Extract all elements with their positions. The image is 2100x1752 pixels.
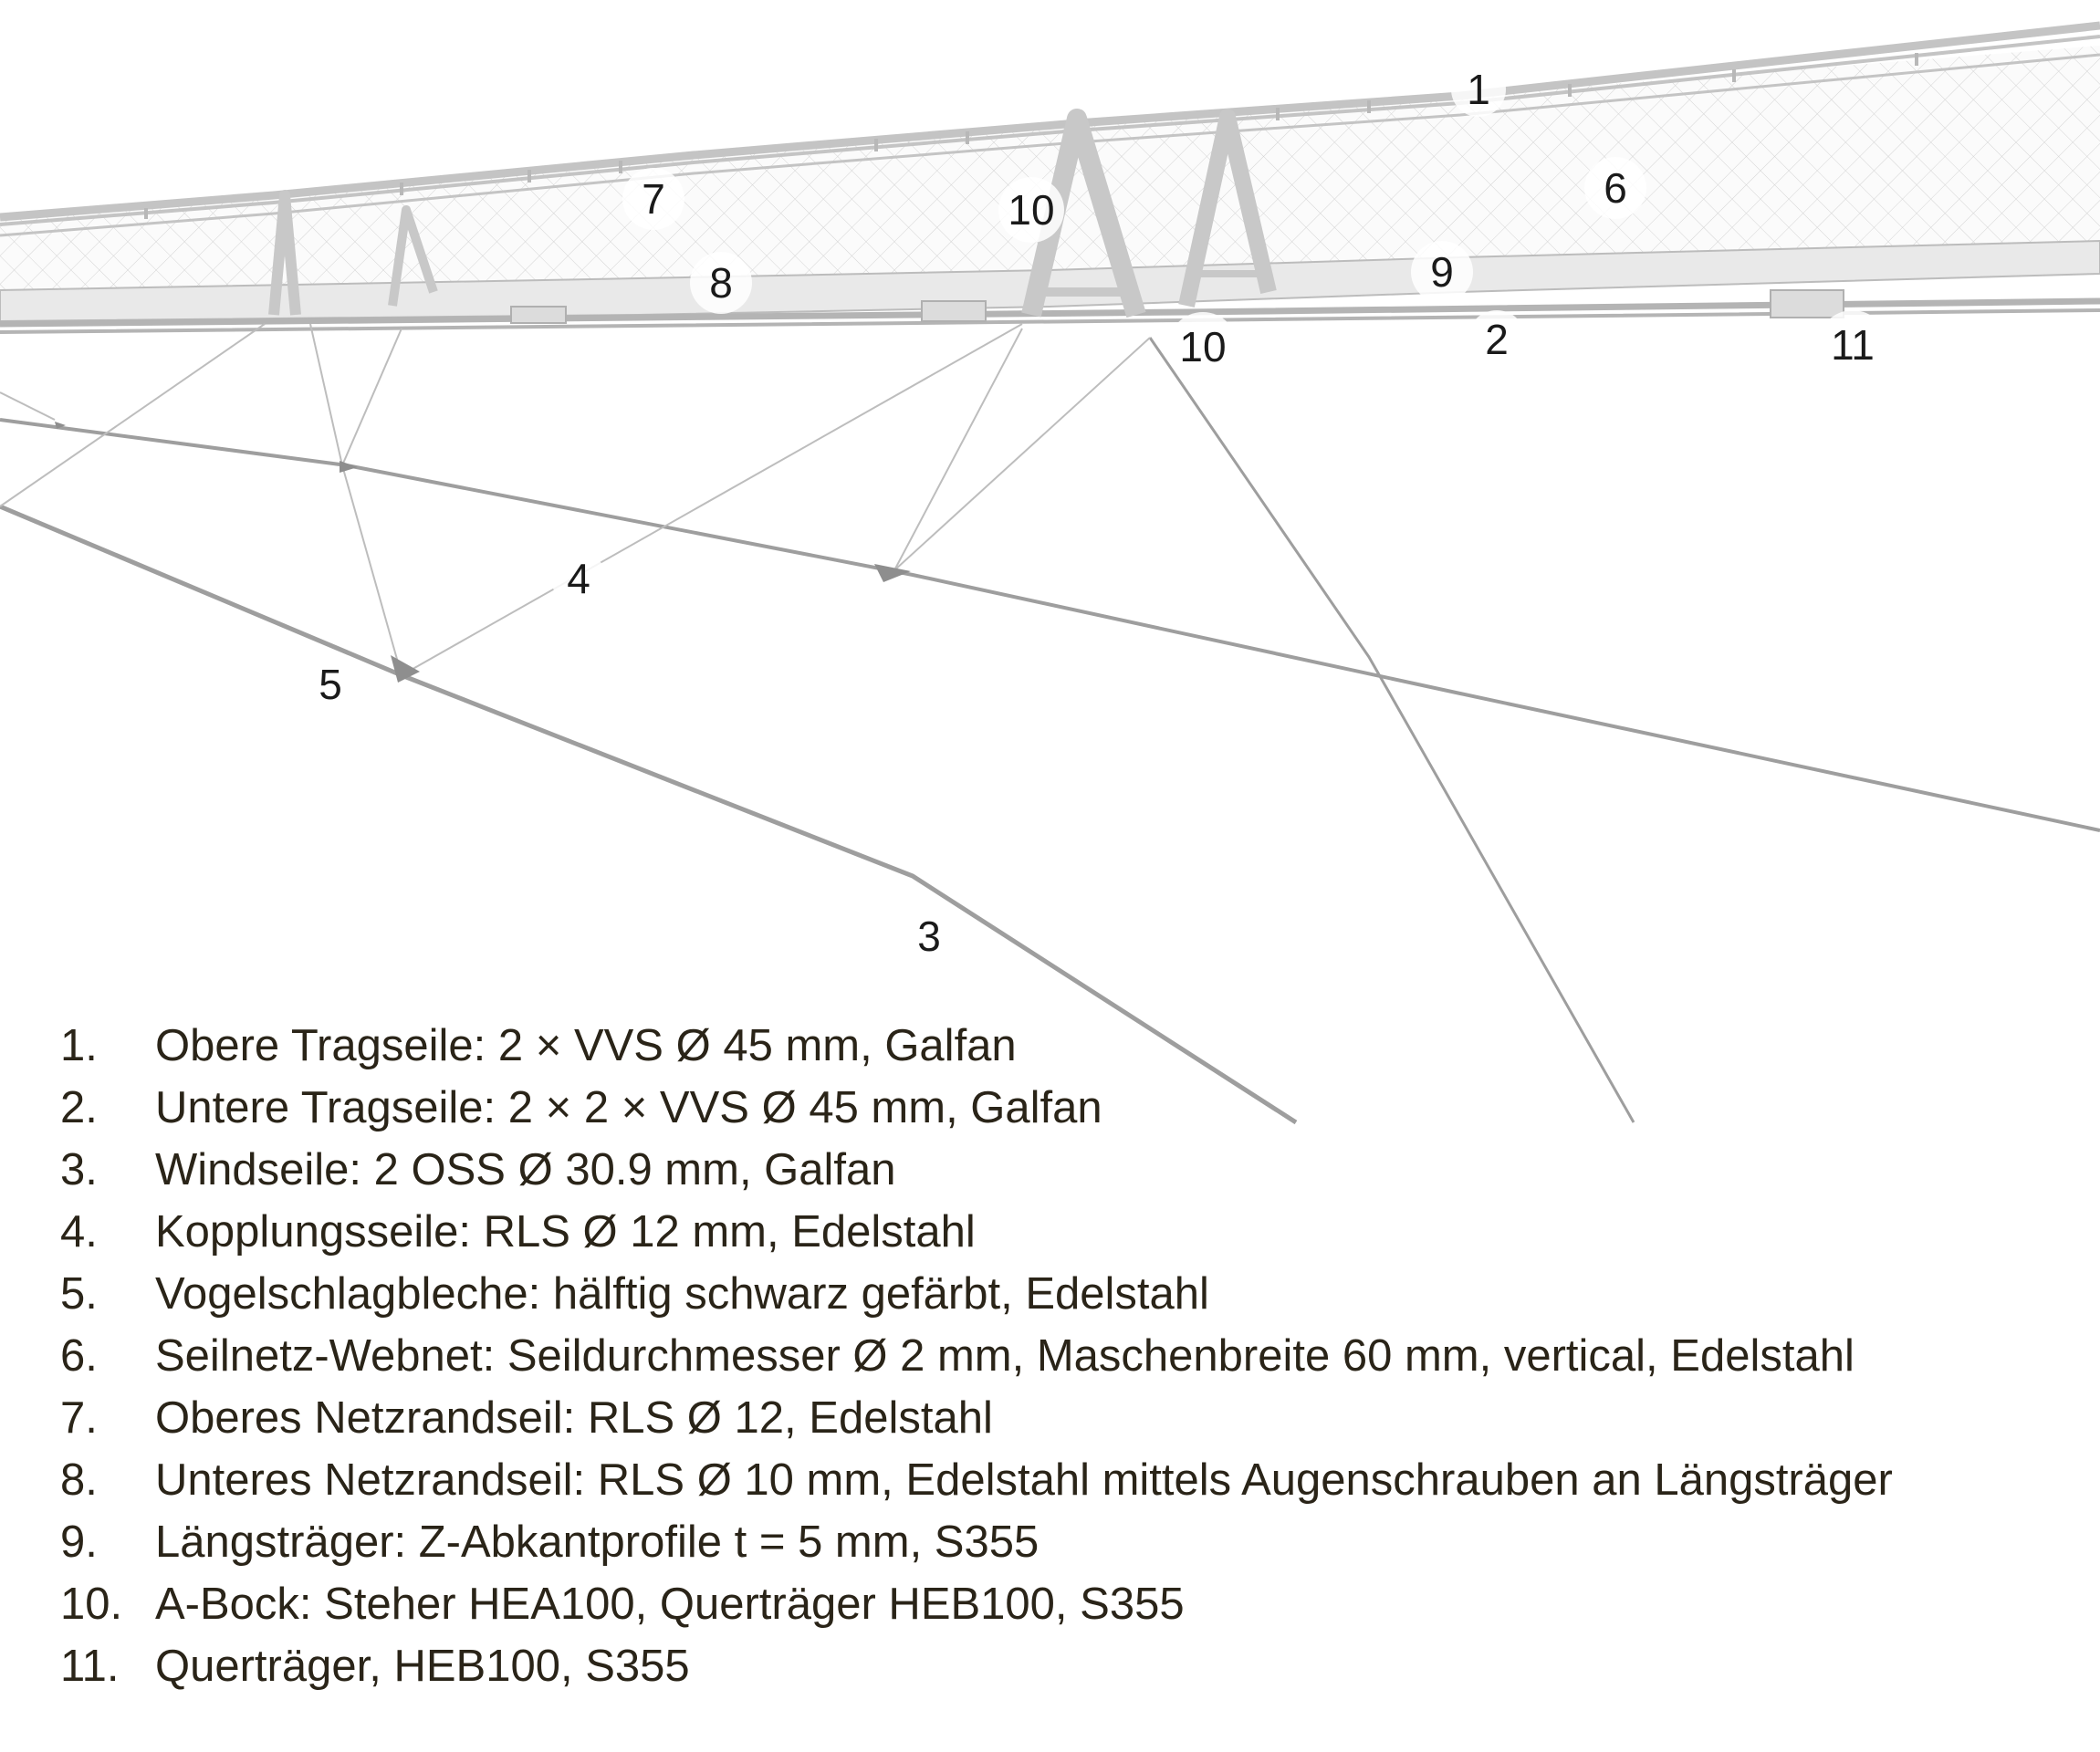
- legend-number: 6.: [60, 1331, 98, 1381]
- legend-number: 8.: [60, 1455, 98, 1505]
- a-frames: [268, 109, 1277, 318]
- legend-text: Windseile: 2 OSS Ø 30.9 mm, Galfan: [155, 1145, 896, 1194]
- legend-item: 11. Querträger, HEB100, S355: [60, 1635, 2068, 1697]
- legend-text: Kopplungsseile: RLS Ø 12 mm, Edelstahl: [155, 1207, 976, 1257]
- callout-6: 6: [1604, 164, 1627, 212]
- cross-girders: [510, 289, 1844, 324]
- legend-item: 2. Untere Tragseile: 2 × 2 × VVS Ø 45 mm,…: [60, 1077, 2068, 1139]
- legend-text: Seilnetz-Webnet: Seildurchmesser Ø 2 mm,…: [155, 1331, 1854, 1381]
- bridge-drawing: 1 2 3 4 5 6 7 8 9 10 10 11: [0, 21, 2100, 1125]
- legend-item: 10. A-Bock: Steher HEA100, Querträger HEB…: [60, 1573, 2068, 1635]
- legend-number: 7.: [60, 1393, 98, 1443]
- legend-text: Unteres Netzrandseil: RLS Ø 10 mm, Edels…: [155, 1455, 1893, 1505]
- legend-number: 9.: [60, 1517, 98, 1567]
- legend-number: 4.: [60, 1207, 98, 1257]
- legend-item: 7. Oberes Netzrandseil: RLS Ø 12, Edelsta…: [60, 1387, 2068, 1449]
- legend-list: 1. Obere Tragseile: 2 × VVS Ø 45 mm, Galf…: [60, 1015, 2068, 1697]
- callout-11: 11: [1831, 321, 1875, 369]
- callout-labels: 1 2 3 4 5 6 7 8 9 10 10 11: [303, 62, 1887, 964]
- legend-item: 6. Seilnetz-Webnet: Seildurchmesser Ø 2 m…: [60, 1325, 2068, 1387]
- coupling-cables: [0, 323, 1151, 676]
- upper-carrying-cables: [0, 21, 2100, 237]
- wind-cables: [0, 337, 2100, 1125]
- callout-5: 5: [319, 661, 342, 708]
- legend-number: 5.: [60, 1269, 98, 1319]
- legend-text: Querträger, HEB100, S355: [155, 1642, 690, 1691]
- callout-9: 9: [1430, 248, 1454, 296]
- legend-item: 4. Kopplungsseile: RLS Ø 12 mm, Edelstahl: [60, 1201, 2068, 1263]
- legend-text: Untere Tragseile: 2 × 2 × VVS Ø 45 mm, G…: [155, 1083, 1102, 1132]
- callout-10-top: 10: [1008, 186, 1054, 234]
- legend-number: 2.: [60, 1083, 98, 1132]
- legend-text: Obere Tragseile: 2 × VVS Ø 45 mm, Galfan: [155, 1021, 1017, 1070]
- legend-item: 3. Windseile: 2 OSS Ø 30.9 mm, Galfan: [60, 1139, 2068, 1201]
- callout-7: 7: [642, 175, 665, 223]
- lower-carrying-cables: [0, 297, 2100, 334]
- legend-number: 1.: [60, 1021, 98, 1070]
- callout-10-bottom: 10: [1179, 323, 1226, 370]
- callout-2: 2: [1485, 316, 1509, 363]
- legend-number: 11.: [60, 1642, 120, 1691]
- callout-4: 4: [567, 555, 590, 602]
- legend-text: Längsträger: Z-Abkantprofile t = 5 mm, S…: [155, 1517, 1040, 1567]
- railing-posts: [144, 53, 1918, 219]
- cable-net-mesh: [0, 46, 2100, 315]
- callout-3: 3: [917, 912, 941, 960]
- legend-text: A-Bock: Steher HEA100, Querträger HEB100…: [155, 1580, 1185, 1629]
- callout-8: 8: [709, 259, 733, 307]
- legend-item: 1. Obere Tragseile: 2 × VVS Ø 45 mm, Galf…: [60, 1015, 2068, 1077]
- legend-text: Oberes Netzrandseil: RLS Ø 12, Edelstahl: [155, 1393, 993, 1443]
- legend-number: 3.: [60, 1145, 98, 1194]
- legend-item: 8. Unteres Netzrandseil: RLS Ø 10 mm, Ede…: [60, 1449, 2068, 1511]
- legend-text: Vogelschlagbleche: hälftig schwarz gefär…: [155, 1269, 1209, 1319]
- bird-strike-plates: [55, 422, 911, 683]
- legend-number: 10.: [60, 1580, 123, 1629]
- legend-item: 5. Vogelschlagbleche: hälftig schwarz gef…: [60, 1263, 2068, 1325]
- callout-1: 1: [1467, 66, 1490, 113]
- legend-item: 9. Längsträger: Z-Abkantprofile t = 5 mm,…: [60, 1511, 2068, 1573]
